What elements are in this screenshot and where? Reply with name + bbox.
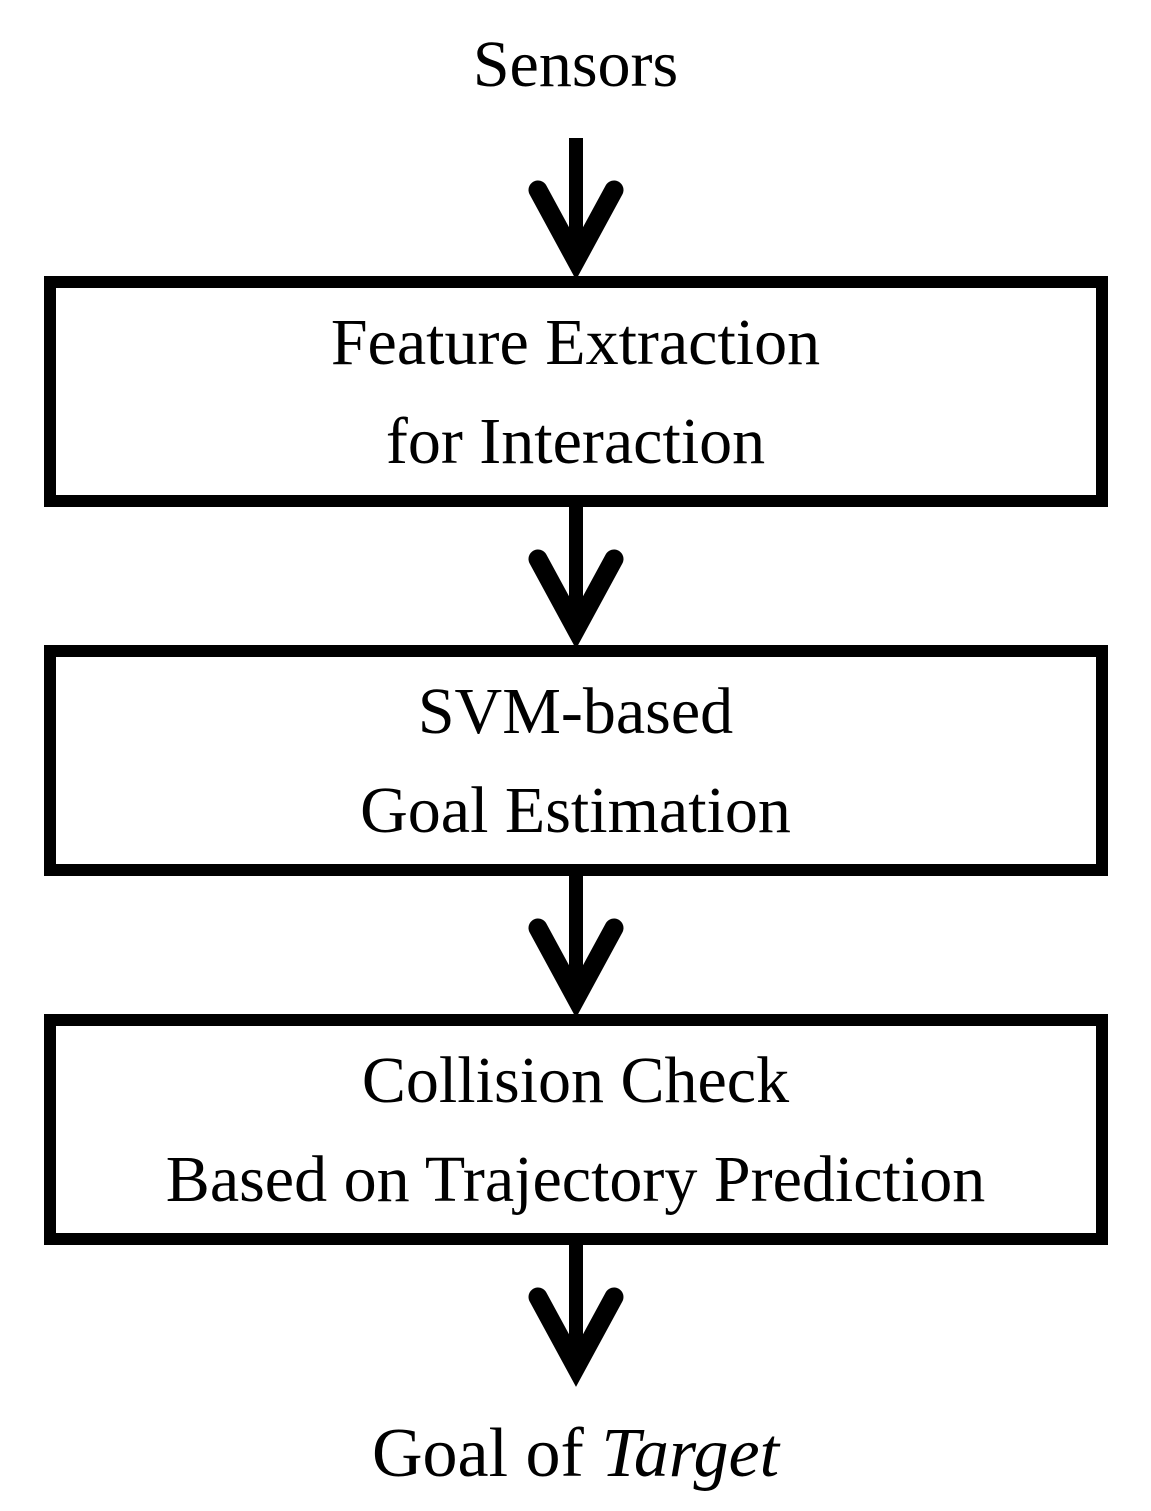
process-box-goal-estimation: SVM-based Goal Estimation <box>43 645 1108 876</box>
source-node-label: Sensors <box>472 28 679 101</box>
process-box-label-line: Collision Check <box>361 1043 790 1117</box>
process-box-label-line: Goal Estimation <box>360 773 791 847</box>
sink-label-emphasis: Target <box>601 1415 780 1492</box>
down-arrow-icon <box>526 138 626 280</box>
down-arrow-icon <box>526 1245 626 1387</box>
down-arrow-icon <box>526 507 626 649</box>
sink-node-label: Goal of Target <box>372 1405 779 1503</box>
process-box-label-line: Feature Extraction <box>330 305 821 379</box>
process-box-label-line: SVM-based <box>417 674 734 748</box>
process-box-feature-extraction: Feature Extraction for Interaction <box>43 276 1108 507</box>
process-box-label-line: Based on Trajectory Prediction <box>165 1142 986 1216</box>
process-box-label-line: for Interaction <box>385 404 766 478</box>
sink-label-prefix: Goal of <box>371 1415 602 1492</box>
process-box-collision-check: Collision Check Based on Trajectory Pred… <box>43 1014 1108 1245</box>
down-arrow-icon <box>526 876 626 1018</box>
